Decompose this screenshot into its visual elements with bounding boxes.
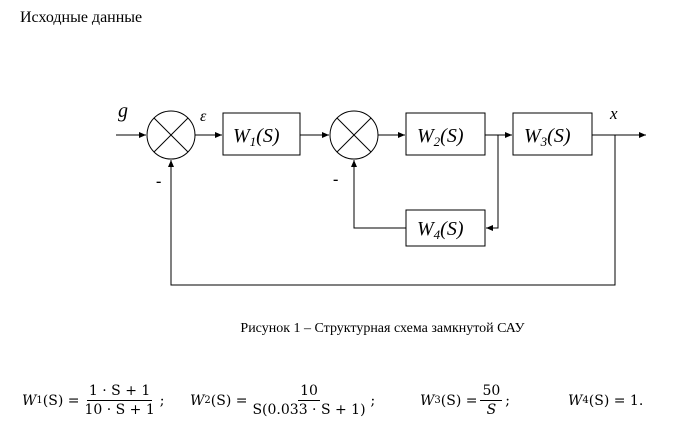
formula-end: ; xyxy=(370,392,376,409)
denominator: S(0.033 · S + 1) xyxy=(252,402,366,418)
formula-index: 2 xyxy=(204,395,211,406)
denominator: 10 · S + 1 xyxy=(84,402,155,418)
numerator: 10 xyxy=(298,383,320,401)
summing-junction-1 xyxy=(146,110,196,160)
block-w1 xyxy=(222,112,301,156)
formula-end: ; xyxy=(505,392,511,409)
main-feedback-line xyxy=(168,135,616,286)
block-w3 xyxy=(512,112,593,156)
formula-letter: W xyxy=(568,392,583,409)
formula-end: ; xyxy=(159,392,165,409)
formula-letter: W xyxy=(190,392,205,409)
denominator: S xyxy=(486,402,497,418)
block-w4 xyxy=(405,209,486,247)
block-w4-label: W4(S) xyxy=(417,218,464,242)
input-label: g xyxy=(118,100,128,122)
formula-letter: W xyxy=(420,392,435,409)
block-w3-label: W3(S) xyxy=(524,125,571,149)
formula-arg: (S) = xyxy=(210,392,248,409)
error-label: ε xyxy=(200,108,207,125)
block-w1-label: W1(S) xyxy=(233,125,280,149)
output-label: x xyxy=(609,104,618,123)
formula-index: 3 xyxy=(434,395,441,406)
formula-index: 4 xyxy=(582,395,589,406)
figure-caption: Рисунок 1 – Структурная схема замкнутой … xyxy=(240,321,525,336)
minus-sign-1: - xyxy=(156,173,161,190)
summing-junction-2 xyxy=(329,110,379,160)
numerator: 1 · S + 1 xyxy=(86,383,153,401)
formula-arg: (S) = xyxy=(42,392,80,409)
formula-letter: W xyxy=(22,392,37,409)
formula-arg: (S) = xyxy=(440,392,478,409)
local-feedback-line xyxy=(486,135,499,231)
formula-arg: (S) = 1. xyxy=(588,392,644,409)
block-w2 xyxy=(405,112,486,156)
formula-index: 1 xyxy=(36,395,43,406)
minus-sign-2: - xyxy=(333,171,338,188)
numerator: 50 xyxy=(480,383,503,401)
section-title: Исходные данные xyxy=(20,9,143,26)
block-w2-label: W2(S) xyxy=(417,125,464,149)
